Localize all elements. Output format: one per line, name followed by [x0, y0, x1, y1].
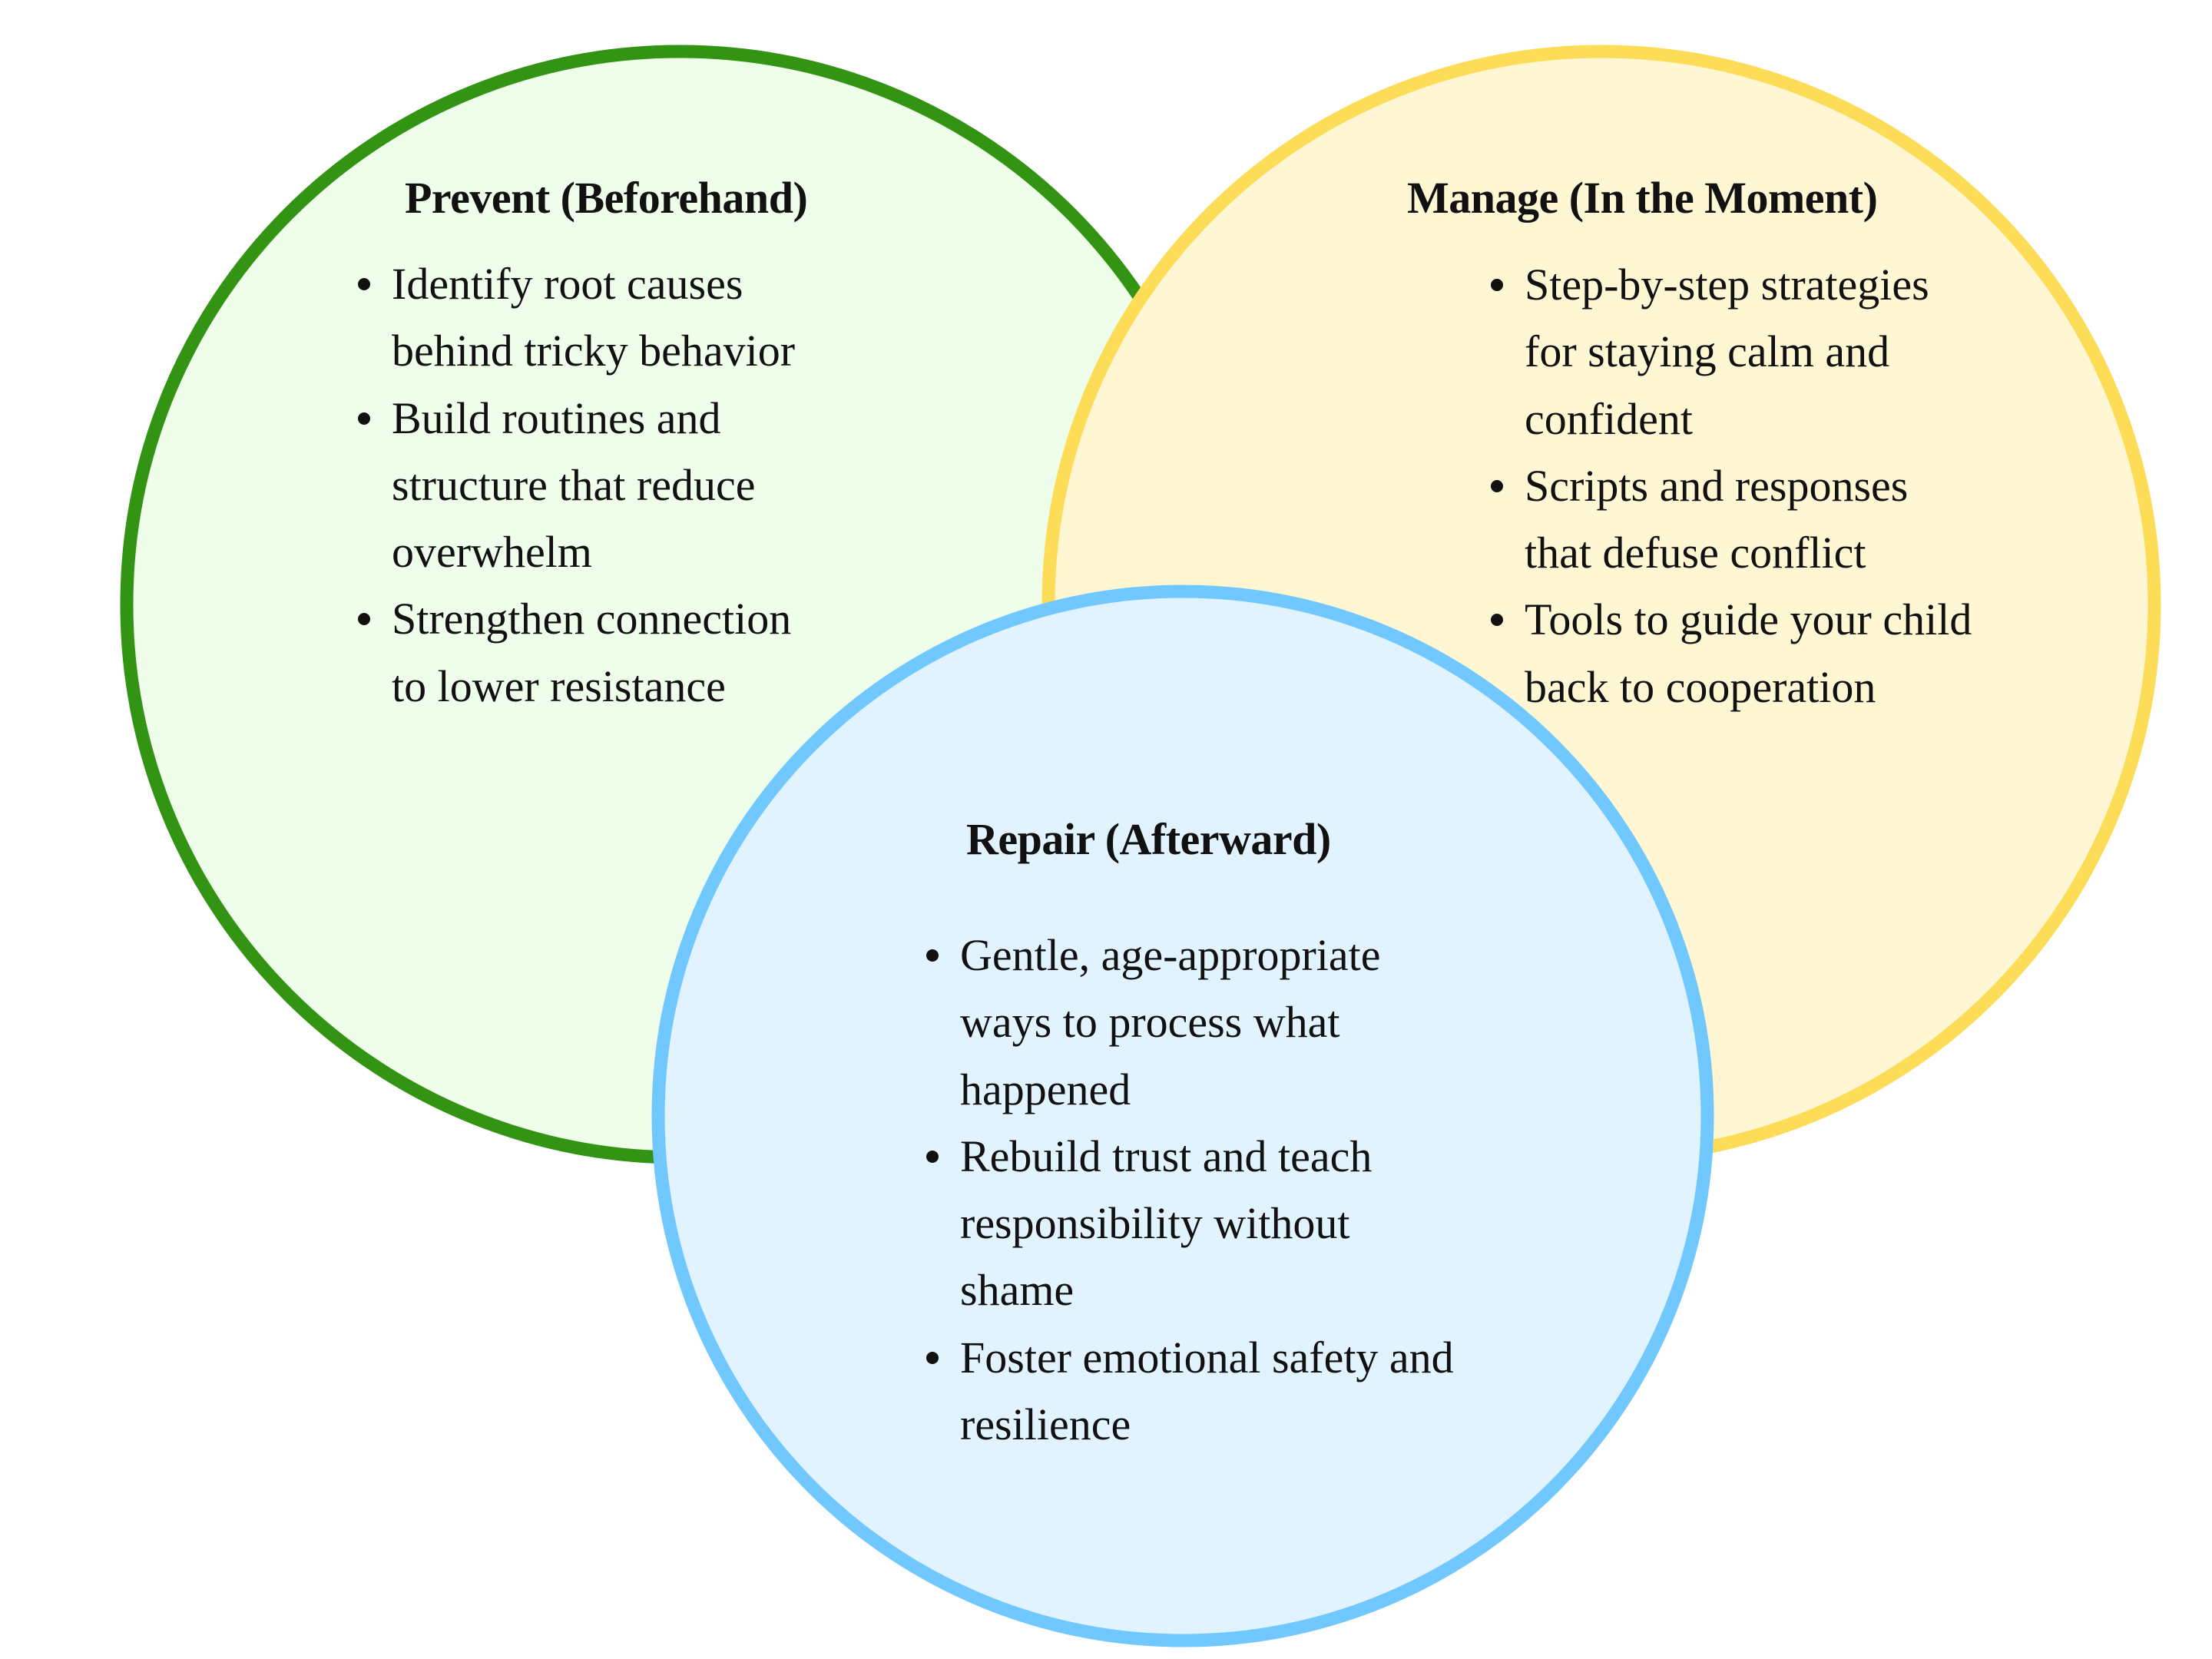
repair-title: Repair (Afterward): [966, 814, 1331, 864]
repair-circle: [651, 584, 1714, 1647]
list-item-text: overwhelm: [392, 527, 592, 578]
bullet-icon: [926, 1150, 939, 1163]
list-item-text: Foster emotional safety and: [960, 1332, 1454, 1382]
prevent-title: Prevent (Beforehand): [405, 173, 808, 223]
bullet-icon: [926, 1351, 939, 1364]
list-item-text: Strengthen connection: [392, 594, 792, 644]
list-item-text: to lower resistance: [392, 661, 726, 711]
list-item-text: back to cooperation: [1525, 661, 1876, 712]
manage-title: Manage (In the Moment): [1407, 173, 1878, 223]
prevent-list-item: Build routines and structure that reduce o…: [358, 385, 795, 586]
list-item-text: confident: [1525, 393, 1694, 444]
list-item-text: ways to process what: [960, 997, 1340, 1048]
repair-list-item: Gentle, age-appropriate ways to process w…: [926, 922, 1454, 1123]
bullet-icon: [1491, 614, 1503, 627]
list-item-text: Rebuild trust and teach: [960, 1131, 1373, 1181]
repair-list-item: Foster emotional safety and resilience: [926, 1324, 1454, 1459]
list-item-text: Scripts and responses: [1525, 460, 1909, 511]
list-item-text: shame: [960, 1265, 1075, 1316]
bullet-icon: [1491, 479, 1503, 492]
prevent-list-item: Strengthen connection to lower resistance: [358, 585, 795, 720]
manage-list-item: Tools to guide your child back to coopera…: [1491, 586, 1972, 720]
list-item-text: behind tricky behavior: [392, 326, 796, 376]
list-item-text: for staying calm and: [1525, 326, 1890, 377]
prevent-list-item: Identify root causes behind tricky behavi…: [358, 250, 796, 385]
bullet-icon: [926, 949, 939, 962]
bullet-icon: [1491, 279, 1503, 291]
list-item-text: Tools to guide your child: [1525, 594, 1972, 645]
manage-list: Step-by-step strategies for staying calm …: [1491, 251, 1972, 720]
list-item-text: resilience: [960, 1399, 1131, 1450]
prevent-list: Identify root causes behind tricky behavi…: [358, 250, 796, 720]
manage-list-item: Step-by-step strategies for staying calm …: [1491, 251, 1972, 452]
list-item-text: responsibility without: [960, 1198, 1350, 1249]
repair-list: Gentle, age-appropriate ways to process w…: [926, 922, 1454, 1459]
bullet-icon: [358, 613, 370, 626]
list-item-text: structure that reduce: [392, 459, 756, 510]
list-item-text: that defuse conflict: [1525, 528, 1866, 578]
list-item-text: Identify root causes: [392, 259, 743, 309]
bullet-icon: [358, 412, 370, 425]
bullet-icon: [358, 278, 370, 290]
list-item-text: Step-by-step strategies: [1525, 260, 1929, 310]
list-item-text: happened: [960, 1064, 1131, 1114]
repair-list-item: Rebuild trust and teach responsibility wi…: [926, 1123, 1454, 1324]
list-item-text: Build routines and: [392, 392, 721, 443]
manage-list-item: Scripts and responses that defuse conflic…: [1491, 452, 1972, 587]
list-item-text: Gentle, age-appropriate: [960, 930, 1381, 980]
